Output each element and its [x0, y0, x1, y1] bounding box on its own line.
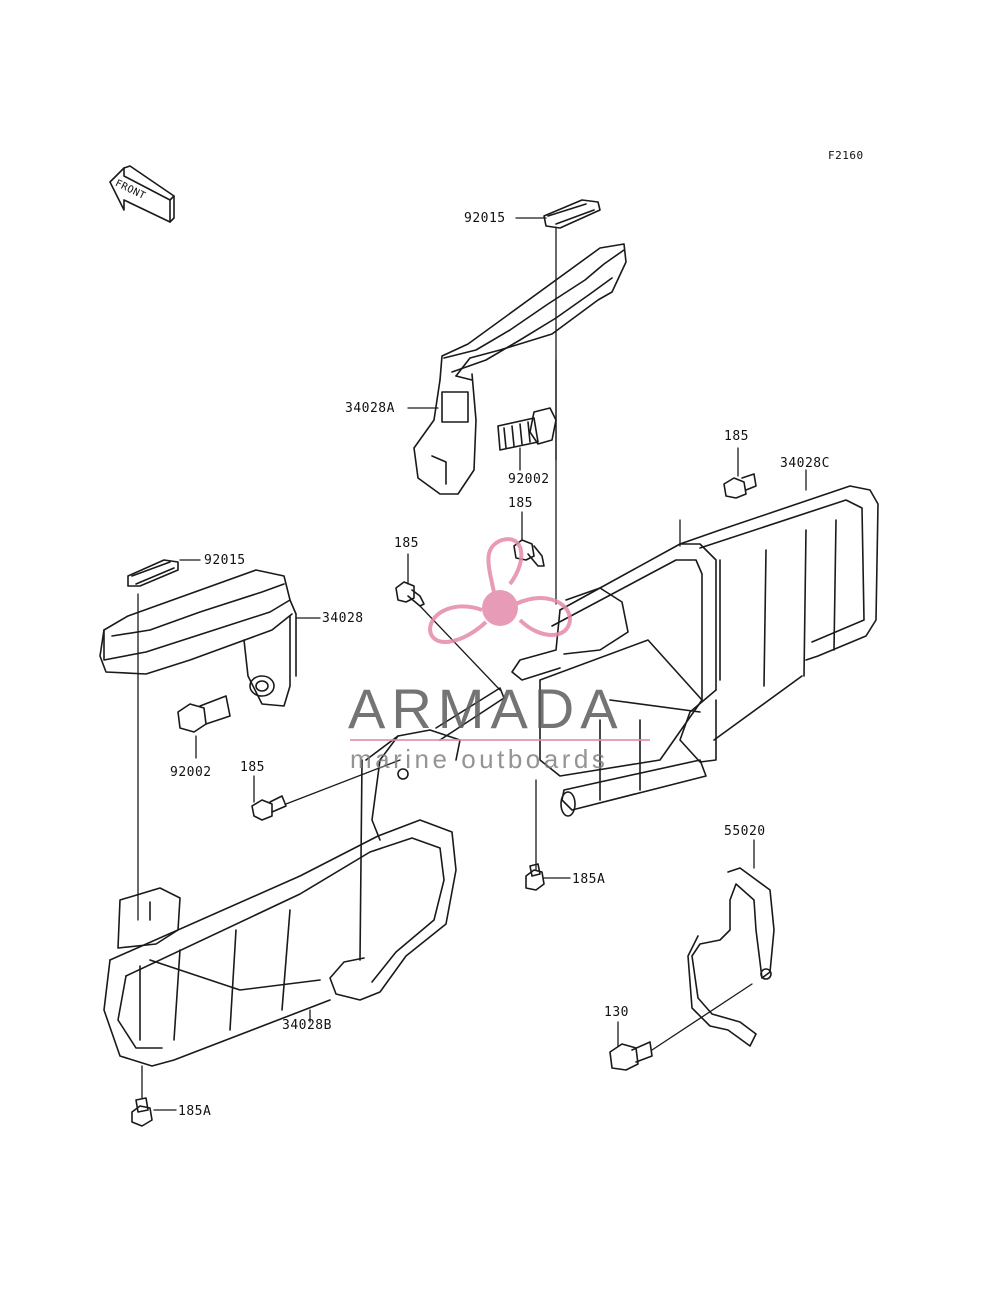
- bolt-92002-left: [177, 695, 231, 733]
- part-label-185-right-top: 185: [724, 429, 749, 444]
- bolt-185-left-lower: [251, 795, 287, 821]
- part-label-92002-top: 92002: [508, 472, 550, 487]
- step-34028a: [413, 243, 627, 495]
- pad-92015-left: [127, 559, 179, 587]
- bolt-185-left-upper: [395, 581, 425, 607]
- frame-34028b: [103, 687, 505, 1067]
- bolt-185a-right: [525, 863, 545, 891]
- part-label-34028a: 34028A: [345, 401, 395, 416]
- part-label-185a-left: 185A: [178, 1104, 212, 1119]
- part-label-185-left-upper: 185: [394, 536, 419, 551]
- part-label-185-left-lower: 185: [240, 760, 265, 775]
- bolt-130: [609, 1041, 653, 1071]
- leader-lines: [137, 217, 807, 1111]
- part-label-185-center: 185: [508, 496, 533, 511]
- watermark-title: ARMADA: [348, 677, 624, 740]
- frame-34028c: [511, 485, 879, 817]
- bolt-92002-top: [497, 407, 557, 451]
- bolt-185a-left: [131, 1097, 153, 1127]
- part-label-92015-top: 92015: [464, 211, 506, 226]
- part-label-92015-left: 92015: [204, 553, 246, 568]
- front-arrow-icon: [109, 165, 175, 223]
- part-label-34028b: 34028B: [282, 1018, 332, 1033]
- bracket-55020: [687, 867, 775, 1047]
- watermark-subtitle: marine outboards: [350, 744, 609, 774]
- bolt-185-right-top: [723, 473, 757, 499]
- armada-logo-icon: [427, 537, 573, 644]
- step-34028: [99, 569, 297, 707]
- part-label-55020: 55020: [724, 824, 766, 839]
- watermark-divider: [350, 739, 650, 741]
- part-label-185a-right: 185A: [572, 872, 606, 887]
- diagram-code: F2160: [828, 149, 864, 162]
- part-label-130: 130: [604, 1005, 629, 1020]
- part-label-34028: 34028: [322, 611, 364, 626]
- pad-92015-top: [543, 199, 601, 229]
- part-label-34028c: 34028C: [780, 456, 830, 471]
- part-label-92002-left: 92002: [170, 765, 212, 780]
